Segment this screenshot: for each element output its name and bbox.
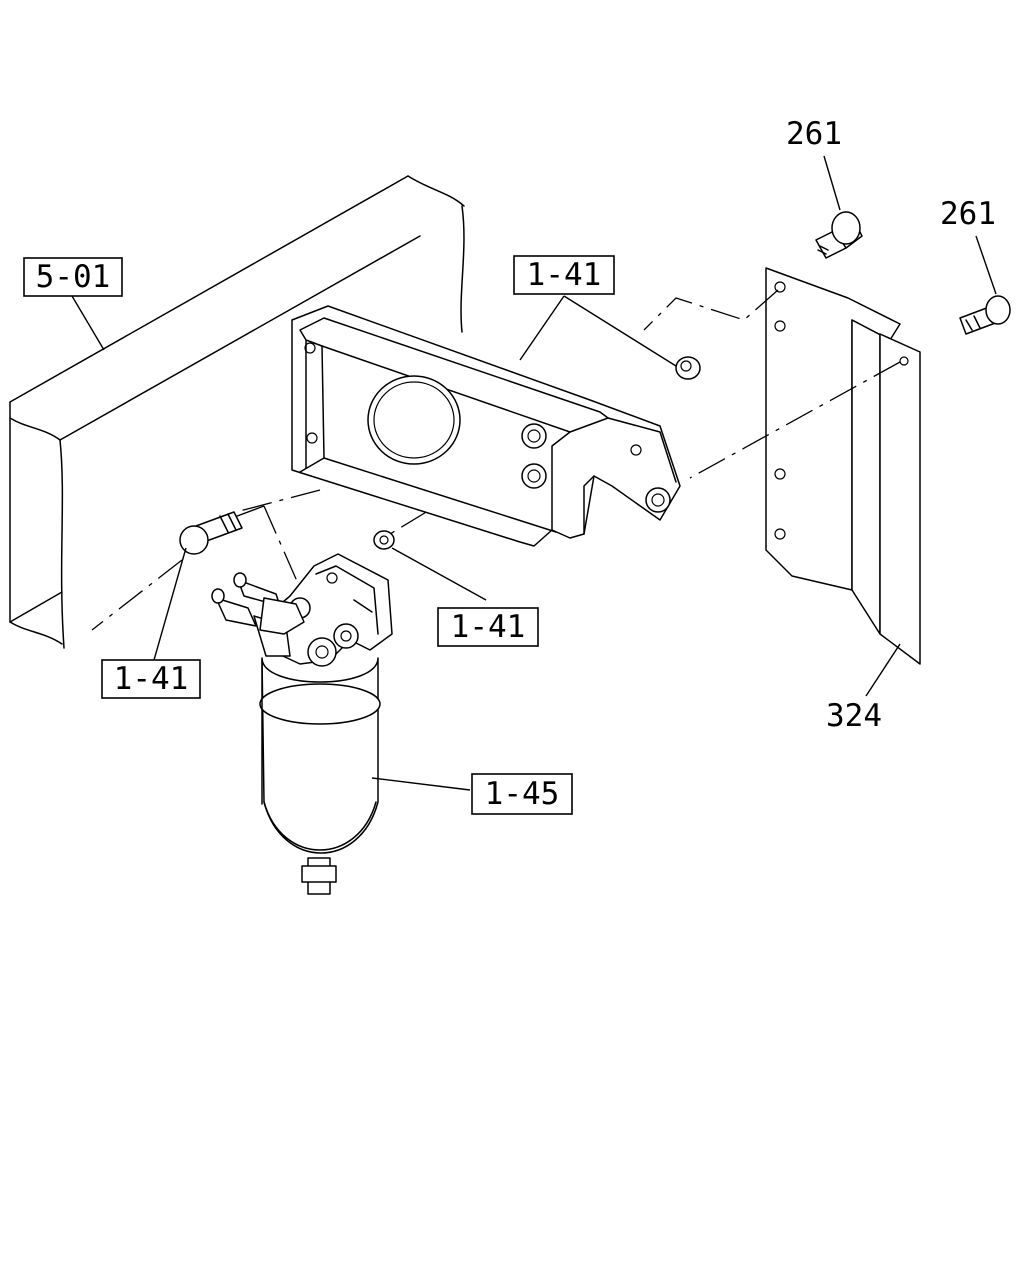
callout-bolt-left: 1-41 [101, 659, 201, 699]
callout-frame-text: 5-01 [36, 259, 111, 295]
callout-bolt-right-text: 261 [940, 196, 996, 232]
callout-bolt-top-text: 261 [786, 116, 842, 152]
callout-bracket-top: 1-41 [513, 255, 615, 295]
callout-bracket-top-text: 1-41 [527, 257, 602, 293]
bolt-right [959, 295, 1011, 335]
bracket-nut [675, 356, 701, 380]
callout-plate-text: 324 [826, 698, 882, 734]
washer [373, 530, 395, 550]
callout-washer: 1-41 [437, 607, 539, 647]
callout-filter: 1-45 [471, 773, 573, 815]
fuel-filter [211, 553, 393, 895]
bolt-top [815, 211, 863, 259]
frame-rail [9, 175, 465, 649]
leader-lines [71, 155, 997, 791]
callout-frame: 5-01 [23, 257, 123, 297]
bolt-left [179, 511, 243, 555]
bracket [291, 305, 681, 547]
callout-filter-text: 1-45 [485, 776, 560, 812]
callout-bolt-left-text: 1-41 [114, 661, 189, 697]
callout-washer-text: 1-41 [451, 609, 526, 645]
mounting-plate [765, 267, 921, 665]
